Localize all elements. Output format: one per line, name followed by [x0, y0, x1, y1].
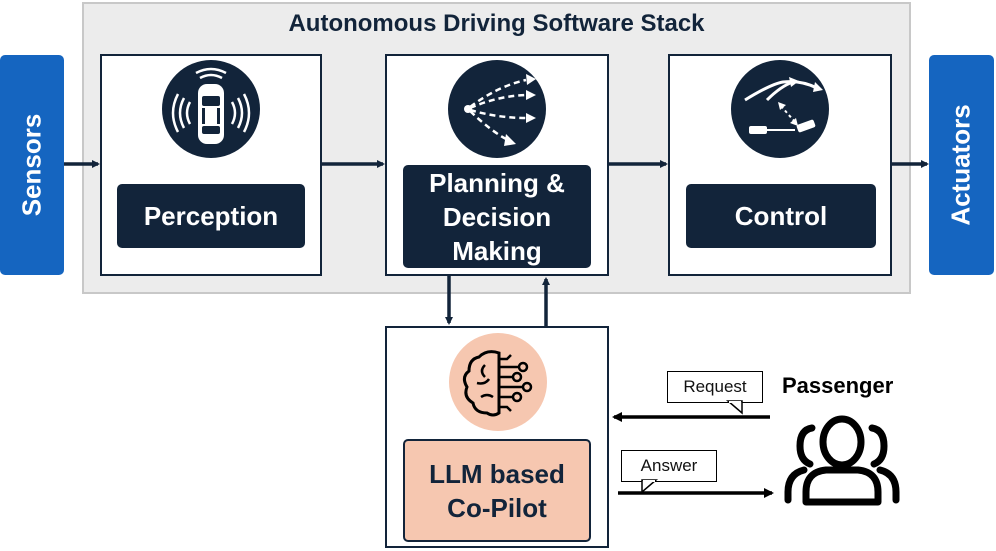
control-label: Control: [686, 184, 876, 248]
ai-brain-icon: [449, 333, 547, 431]
planning-label-line1: Planning &: [429, 167, 565, 198]
planning-label-line2: Decision: [442, 201, 552, 232]
stack-title: Autonomous Driving Software Stack: [288, 10, 705, 37]
request-bubble: Request: [667, 371, 763, 403]
copilot-label-line2: Co-Pilot: [447, 492, 547, 523]
request-bubble-tail: [725, 400, 743, 415]
answer-bubble: Answer: [621, 450, 717, 482]
actuators-bar: Actuators: [929, 55, 994, 275]
answer-bubble-tail: [641, 479, 659, 494]
passenger-label: Passenger: [782, 373, 894, 398]
copilot-label: LLM based Co-Pilot: [403, 439, 591, 542]
planning-label-line3: Making: [452, 235, 542, 266]
car-sensor-icon: [162, 60, 260, 158]
branching-paths-icon: [448, 60, 546, 158]
copilot-label-line1: LLM based: [429, 458, 565, 489]
perception-label: Perception: [117, 184, 305, 248]
people-icon: [784, 415, 900, 506]
planning-label: Planning & Decision Making: [403, 165, 591, 268]
sensors-bar: Sensors: [0, 55, 64, 275]
steering-trajectory-icon: [731, 60, 829, 158]
